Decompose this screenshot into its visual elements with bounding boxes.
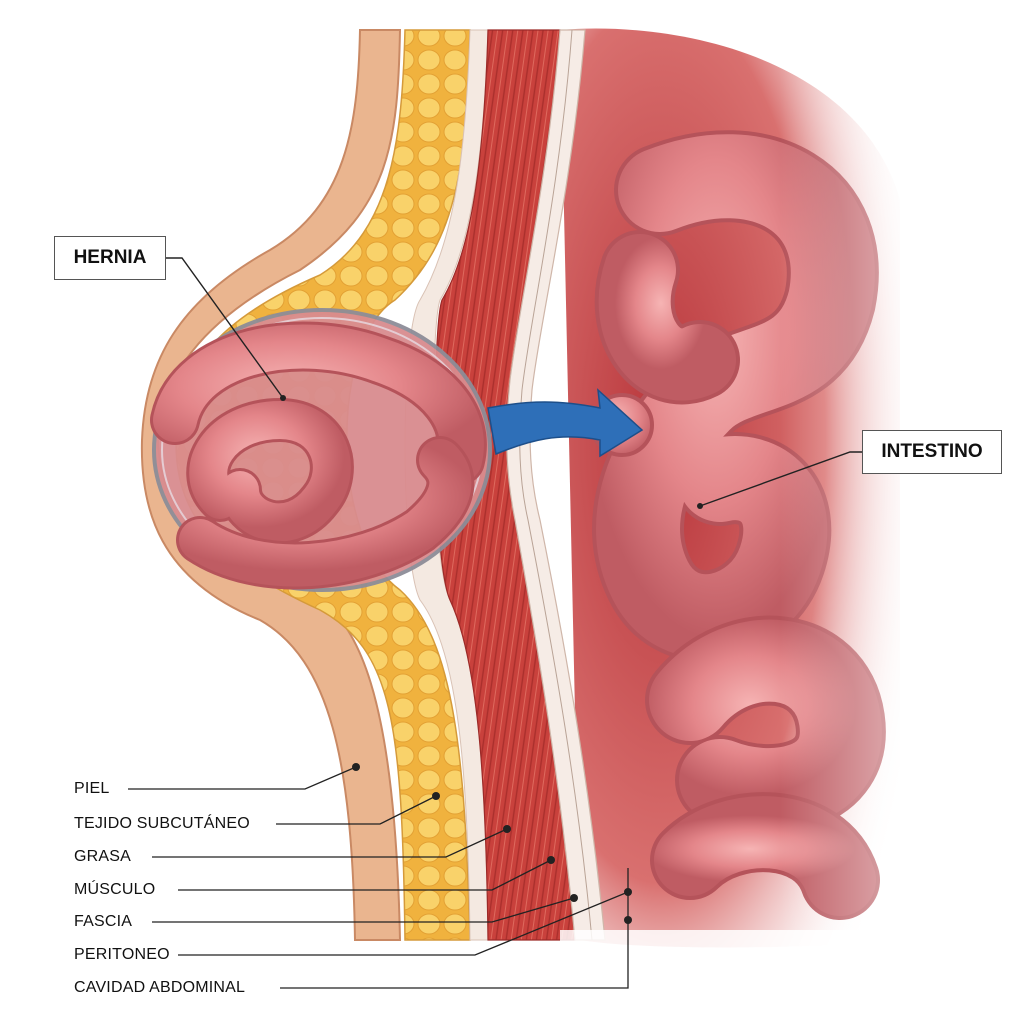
label-cavidad-abdominal: CAVIDAD ABDOMINAL <box>74 979 246 996</box>
dot-cavidad <box>624 916 632 924</box>
fascia-inner-line <box>519 29 593 941</box>
label-fascia: FASCIA <box>74 913 133 930</box>
intestino-callout-label: INTESTINO <box>881 441 983 462</box>
label-piel: PIEL <box>74 780 110 797</box>
dot-tejido <box>432 792 440 800</box>
layer-leader-dots <box>352 763 632 924</box>
leader-peritoneo <box>178 891 629 956</box>
leader-cavidad <box>280 868 629 989</box>
dot-grasa <box>503 825 511 833</box>
leader-musculo <box>178 859 552 891</box>
leader-fascia <box>152 897 575 923</box>
dot-fascia <box>570 894 578 902</box>
hernia-intestine <box>150 321 487 590</box>
label-musculo: MÚSCULO <box>74 881 156 898</box>
dot-peritoneo <box>624 888 632 896</box>
label-tejido-subcutaneo: TEJIDO SUBCUTÁNEO <box>74 815 250 832</box>
direction-arrow <box>487 388 644 458</box>
hernia-callout-label: HERNIA <box>73 247 147 268</box>
dot-piel <box>352 763 360 771</box>
intestino-leader-dot <box>697 503 703 509</box>
label-grasa: GRASA <box>74 848 132 865</box>
layer-leader-lines <box>128 766 629 989</box>
skin-layer <box>140 29 402 941</box>
fade-overlay <box>780 0 1024 1024</box>
label-peritoneo: PERITONEO <box>74 946 170 963</box>
hernia-callout: HERNIA <box>54 236 166 280</box>
intestino-leader-line <box>699 451 862 507</box>
fade-bottom <box>560 930 1024 1024</box>
hernia-leader-dot <box>280 395 286 401</box>
hernia-leader-line <box>166 257 284 399</box>
leader-grasa <box>152 828 508 858</box>
intestino-callout: INTESTINO <box>862 430 1002 474</box>
leader-piel <box>128 766 357 790</box>
leader-tejido <box>276 795 437 825</box>
dot-musculo <box>547 856 555 864</box>
